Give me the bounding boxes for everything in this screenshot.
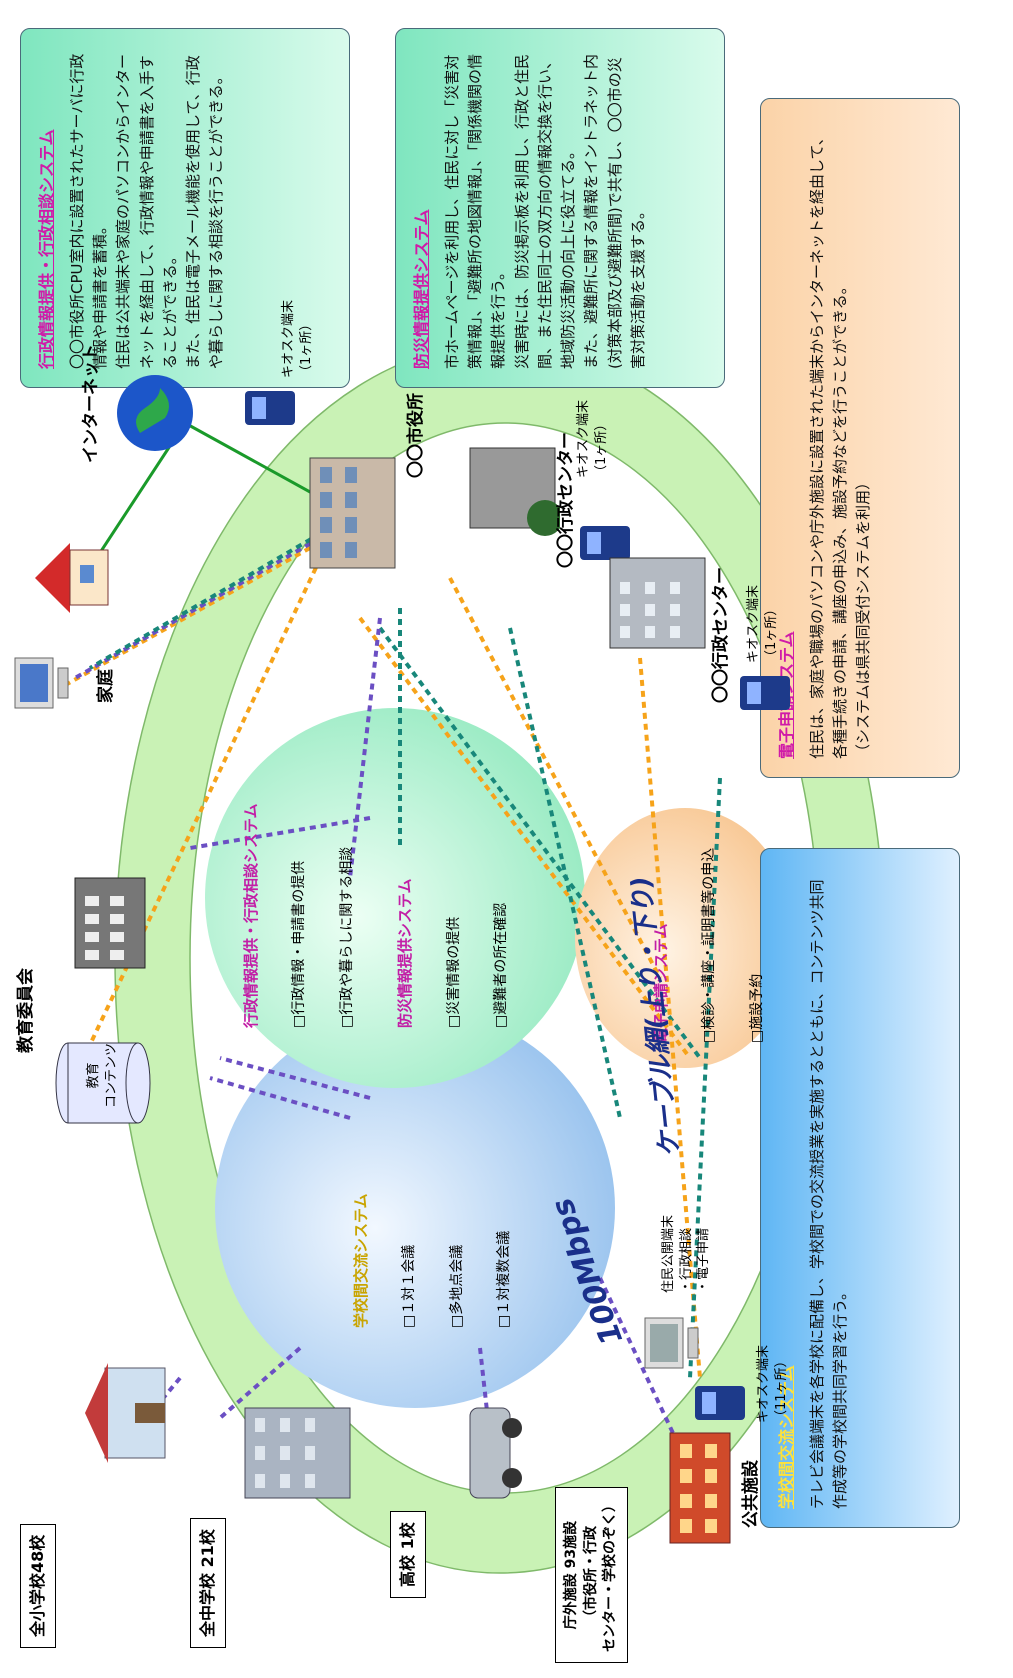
connection-arrow (218, 1346, 302, 1420)
admin-center2-icon (609, 557, 706, 649)
connection-arrow (74, 536, 321, 680)
admin-info-p1: 〇〇市役所CPU室内に設置されたサーバに行政情報や申請書を蓄積。 (67, 53, 110, 369)
connection-arrow (598, 1277, 682, 1449)
admin-info-title: 行政情報提供・行政相談システム (37, 129, 56, 369)
connection-arrow (189, 816, 371, 850)
city-hall-label: 〇〇市役所 (406, 393, 426, 478)
epetition-info-p1: 住民は、家庭や職場のパソコンや庁外施設に設置された端末からインターネットを経由し… (807, 130, 850, 759)
disaster-info-p2: 災害時には、防災掲示板を利用し、行政と住民間、また住民同士の双方向の情報交換を行… (512, 53, 578, 369)
disaster-info-title: 防災情報提供システム (412, 209, 431, 369)
school-icon (85, 1363, 166, 1463)
bubble-epetition-item: □検診・講座・証明書等の申込 (701, 847, 718, 1043)
admin-center2-label: 〇〇行政センター (711, 567, 731, 703)
connection-arrow (358, 616, 692, 1060)
public-facility-label: 公共施設 (741, 1460, 761, 1528)
admin-center2-kiosk-icon (740, 676, 790, 710)
edu-building-icon (74, 877, 146, 969)
edu-board-label: 教育委員会 (16, 968, 36, 1053)
bubble-epetition (575, 808, 795, 1068)
public-facility-icon (669, 1432, 731, 1544)
car-icon (469, 1407, 522, 1499)
bubble-disaster-item: □避難者の所在確認 (493, 902, 510, 1028)
connection-arrow (688, 777, 722, 1379)
high-school-label: 高校 1校 (390, 1511, 427, 1598)
public-terminal-label: 住民公開端末 ・行政相談 ・電子申請 (661, 1214, 712, 1293)
bubble-school-item: □１対複数会議 (496, 1230, 513, 1328)
outside-facilities-label: 庁外施設 93施設 （市役所・行政 センター・学校のぞく） (555, 1487, 628, 1663)
disaster-info-box: 防災情報提供システム 市ホームページを利用し、住民に対し「災害対策情報」、「避難… (395, 28, 725, 388)
bubble-school-title: 学校間交流システム (351, 1193, 370, 1328)
database-icon (55, 1042, 151, 1124)
admin-center1-icon (469, 447, 560, 536)
bubble-school-item: □多地点会議 (448, 1244, 465, 1328)
junior-high-schools-label: 全中学校 21校 (190, 1518, 227, 1648)
house-icon (35, 543, 109, 613)
bubble-admin-title: 行政情報提供・行政相談システム (241, 803, 260, 1028)
home-pc-icon (14, 657, 69, 709)
bubble-admin-text: 行政情報提供・行政相談システム □行政情報・申請書の提供 □行政や暮らしに関する… (215, 768, 538, 1028)
admin-center1-kiosk-label: キオスク端末 （1ヶ所） (576, 399, 609, 478)
bubble-admin-item: □行政や暮らしに関する相談 (338, 846, 355, 1028)
bubble-admin-item: □行政情報・申請書の提供 (291, 860, 308, 1028)
admin-info-p2: 住民は公共端末や家庭のパソコンからインターネットを経由して、行政情報や申請書を入… (114, 53, 179, 369)
city-hall-icon (309, 457, 396, 569)
city-hall-kiosk-label: キオスク端末 （1ヶ所） (281, 299, 314, 378)
pc-icon (644, 1317, 699, 1369)
disaster-info-p1: 市ホームページを利用し、住民に対し「災害対策情報」、「避難所の地図情報」、「関係… (442, 53, 508, 369)
public-kiosk-label: キオスク端末 （11ヶ所） (756, 1344, 789, 1423)
admin-info-p3: また、住民は電子メール機能を使用して、行政や暮らしに関する相談を行うことができる… (184, 55, 226, 369)
internet-label: インターネット (81, 344, 101, 463)
connection-arrow (378, 626, 702, 1060)
disaster-info-p3: また、避難所に関する情報をイントラネット内(対策本部及び避難所間)で共有し、〇〇… (582, 53, 647, 369)
bubble-epetition-item: □施設予約 (748, 973, 765, 1043)
school-info-p1: テレビ会議端末を各学校に配備し、学校間での交流授業を実施するとともに、コンテンツ… (807, 879, 850, 1509)
connection-arrow (219, 1056, 371, 1100)
connection-arrow (88, 526, 332, 670)
connection-arrow (59, 546, 311, 690)
admin-center2-kiosk-label: キオスク端末 （1ヶ所） (746, 584, 779, 663)
kiosk-icon (695, 1386, 745, 1420)
bubble-school-text: 学校間交流システム □１対１会議 □多地点会議 □１対複数会議 (325, 1108, 541, 1328)
office-building-icon (244, 1407, 351, 1499)
city-hall-kiosk-icon (245, 391, 295, 425)
home-label: 家庭 (96, 669, 116, 703)
admin-center1-kiosk-icon (580, 526, 630, 560)
bubble-disaster-item: □災害情報の提供 (445, 916, 462, 1028)
internet-link-line (184, 421, 331, 505)
bubble-admin (205, 708, 585, 1088)
globe-icon (117, 375, 193, 451)
bubble-disaster-title: 防災情報提供システム (396, 878, 415, 1028)
connection-arrow (478, 1347, 492, 1439)
edu-contents-label: 教育 コンテンツ (86, 1042, 119, 1108)
connection-arrow (209, 1076, 351, 1120)
bubble-school-item: □１対１会議 (401, 1244, 418, 1328)
connection-arrow (128, 1376, 182, 1440)
epetition-info-p2: （システムは県共同受付システムを利用） (854, 474, 873, 759)
connection-arrow (508, 627, 622, 1119)
connection-arrow (448, 577, 662, 979)
